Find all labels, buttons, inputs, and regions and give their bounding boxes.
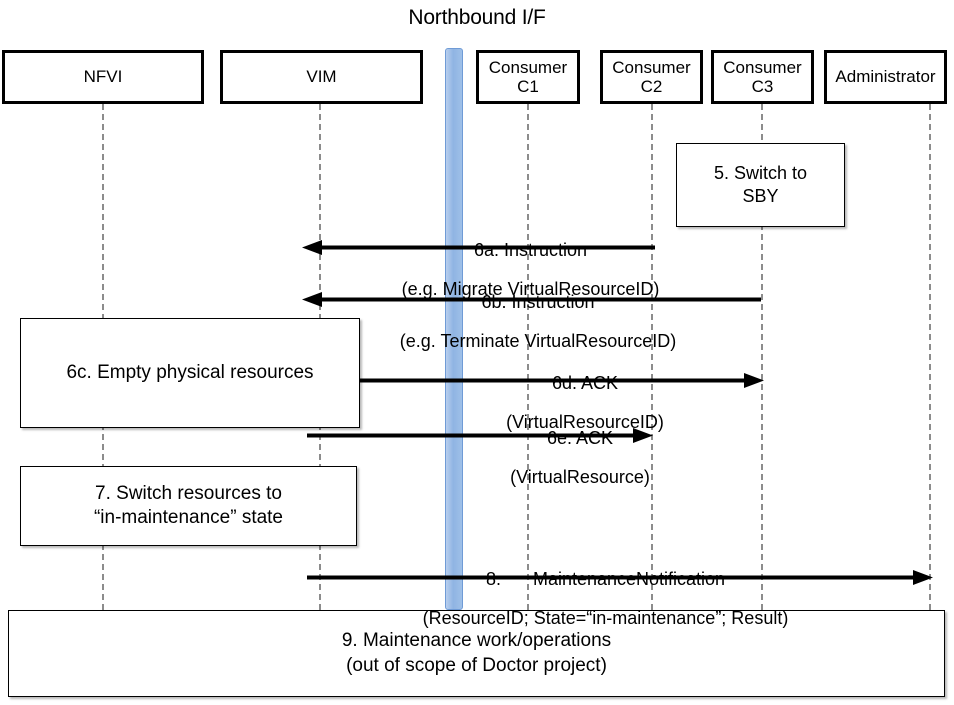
message-label-8: 8. MaintenanceNotification (ResourceID; … <box>348 551 863 648</box>
note-label-step-6c: 6c. Empty physical resources <box>66 361 314 383</box>
actor-consumer-c3[interactable]: Consumer C3 <box>711 50 814 104</box>
message-6a-line2: (e.g. Migrate VirtualResourceID) <box>401 279 660 300</box>
actor-label-administrator: Administrator <box>835 67 936 87</box>
note-label-step-7: 7. Switch resources to “in-maintenance” … <box>93 482 284 528</box>
message-8-line2: (ResourceID; State=“in-maintenance”; Res… <box>422 608 789 629</box>
lifeline-c3 <box>761 104 763 610</box>
message-label-6a: 6a. Instruction (e.g. Migrate VirtualRes… <box>360 222 701 319</box>
message-6d-line2: (VirtualResourceID) <box>506 412 664 433</box>
actor-label-consumer-c3: Consumer C3 <box>723 57 802 96</box>
actor-consumer-c1[interactable]: Consumer C1 <box>476 50 580 104</box>
note-step-7-switch-resources[interactable]: 7. Switch resources to “in-maintenance” … <box>20 466 357 546</box>
message-6d-line1: 6d. ACK <box>551 373 619 394</box>
message-label-6b: 6b. Instruction (e.g. Terminate VirtualR… <box>360 274 716 371</box>
message-6b-line2: (e.g. Terminate VirtualResourceID) <box>399 331 677 352</box>
note-label-step-5: 5. Switch to SBY <box>713 162 808 206</box>
note-step-6c-empty-physical-resources[interactable]: 6c. Empty physical resources <box>20 318 360 428</box>
note-label-step-9: 9. Maintenance work/operations (out of s… <box>341 630 612 676</box>
northbound-interface-bar <box>445 48 463 610</box>
message-label-6e: 6e. ACK (VirtualResource) <box>420 410 740 507</box>
message-8-line1: 8. MaintenanceNotification <box>485 569 726 590</box>
actor-nfvi[interactable]: NFVI <box>2 50 204 104</box>
note-step-5-switch-to-sby[interactable]: 5. Switch to SBY <box>676 143 845 227</box>
message-6e-line2: (VirtualResource) <box>510 467 650 488</box>
message-6a-line1: 6a. Instruction <box>473 240 588 261</box>
lifeline-c1 <box>527 104 529 610</box>
note-step-9-maintenance-work[interactable]: 9. Maintenance work/operations (out of s… <box>8 610 945 697</box>
actor-label-vim: VIM <box>306 67 337 87</box>
lifeline-administrator <box>929 104 931 610</box>
actor-label-consumer-c1: Consumer C1 <box>488 57 568 96</box>
page-title: Northbound I/F <box>408 6 546 29</box>
message-6b-line1: 6b. Instruction <box>481 292 595 313</box>
message-6e-line1: 6e. ACK <box>546 428 614 449</box>
actor-label-nfvi: NFVI <box>83 67 123 87</box>
actor-consumer-c2[interactable]: Consumer C2 <box>600 50 703 104</box>
actor-administrator[interactable]: Administrator <box>824 50 947 104</box>
message-label-6d: 6d. ACK (VirtualResourceID) <box>420 355 750 452</box>
actor-vim[interactable]: VIM <box>220 50 423 104</box>
lifeline-c2 <box>651 104 653 610</box>
actor-label-consumer-c2: Consumer C2 <box>612 57 691 96</box>
